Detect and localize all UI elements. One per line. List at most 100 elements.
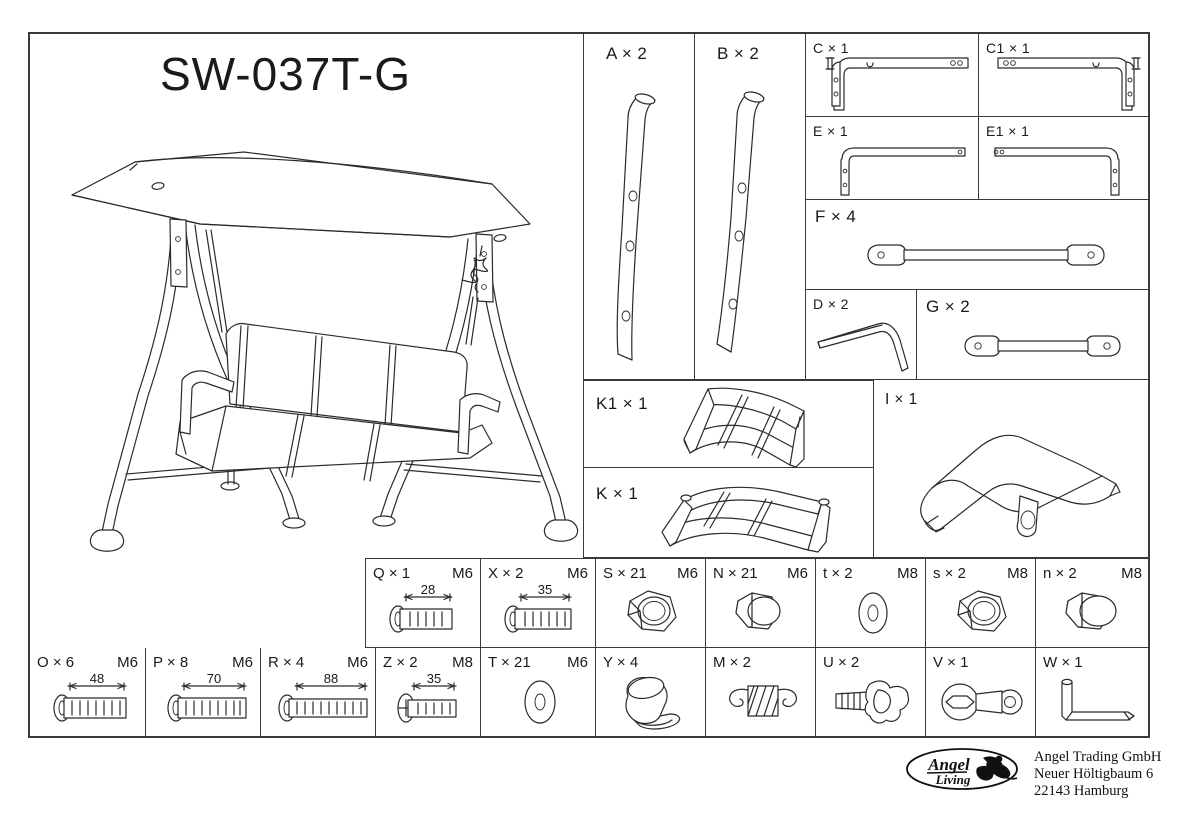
hardware-cell-R: R × 4 M6 88 bbox=[260, 648, 375, 737]
company-address: Angel Trading GmbH Neuer Höltigbaum 6 22… bbox=[1034, 746, 1161, 800]
lock-nut-icon bbox=[957, 590, 1007, 632]
backrest-frame-icon bbox=[683, 387, 805, 468]
hardware-cell-U: U × 2 bbox=[815, 648, 925, 737]
hardware-label-s: s × 2 bbox=[933, 565, 966, 582]
bent-bracket-rail-right-icon bbox=[997, 57, 1141, 111]
angel-living-logo: Angel Living bbox=[906, 748, 1018, 790]
part-panel-C: C × 1 bbox=[805, 34, 978, 117]
hardware-cell-T: T × 21 M6 bbox=[480, 648, 595, 737]
hardware-cell-P: P × 8 M6 70 bbox=[145, 648, 260, 737]
bolt-length-R: 88 bbox=[324, 671, 338, 686]
hardware-cell-n: n × 2 M8 bbox=[1035, 558, 1150, 648]
washer-icon bbox=[858, 592, 888, 634]
hardware-thread-Z: M8 bbox=[452, 654, 473, 671]
part-label-B: B × 2 bbox=[717, 44, 760, 63]
hardware-label-Q: Q × 1 bbox=[373, 565, 411, 582]
part-label-C: C × 1 bbox=[813, 40, 849, 56]
hardware-cell-Y: Y × 4 bbox=[595, 648, 705, 737]
allen-key-icon bbox=[1061, 678, 1135, 721]
page-title: SW-037T-G bbox=[160, 48, 411, 100]
part-label-K: K × 1 bbox=[596, 484, 639, 503]
hardware-cell-O: O × 6 M6 48 bbox=[30, 648, 145, 737]
hardware-thread-R: M6 bbox=[347, 654, 368, 671]
part-label-E1: E1 × 1 bbox=[986, 123, 1030, 139]
part-panel-E: E × 1 bbox=[805, 117, 978, 200]
hardware-label-S: S × 21 bbox=[603, 565, 647, 582]
hardware-cell-V: V × 1 bbox=[925, 648, 1035, 737]
part-label-E: E × 1 bbox=[813, 123, 849, 139]
hardware-label-M: M × 2 bbox=[713, 654, 751, 671]
hardware-label-Y: Y × 4 bbox=[603, 654, 639, 671]
hardware-label-W: W × 1 bbox=[1043, 654, 1083, 671]
part-panel-E1: E1 × 1 bbox=[978, 117, 1150, 200]
part-label-A: A × 2 bbox=[606, 44, 648, 63]
company-name: Angel Trading GmbH bbox=[1034, 749, 1162, 765]
hardware-label-R: R × 4 bbox=[268, 654, 305, 671]
hardware-cell-s: s × 2 M8 bbox=[925, 558, 1035, 648]
company-street: Neuer Höltigbaum 6 bbox=[1034, 766, 1154, 782]
bent-bracket-rail-left-icon bbox=[825, 57, 969, 111]
hardware-thread-s: M8 bbox=[1007, 565, 1028, 582]
part-panel-F: F × 4 bbox=[805, 200, 1150, 290]
flat-link-bar-icon bbox=[867, 244, 1105, 266]
angel-wing-icon bbox=[976, 755, 1018, 781]
hardware-label-X: X × 2 bbox=[488, 565, 524, 582]
bolt-icon: 88 bbox=[278, 671, 368, 722]
hardware-label-T: T × 21 bbox=[488, 654, 531, 671]
part-label-G: G × 2 bbox=[926, 297, 971, 316]
hardware-label-V: V × 1 bbox=[933, 654, 969, 671]
part-panel-B: B × 2 bbox=[694, 34, 805, 380]
logo-text-angel: Angel bbox=[927, 755, 970, 774]
hardware-thread-X: M6 bbox=[567, 565, 588, 582]
bolt-length-O: 48 bbox=[90, 671, 104, 686]
part-panel-A: A × 2 bbox=[583, 34, 694, 380]
hardware-cell-Q: Q × 1 M6 28 bbox=[365, 558, 480, 648]
hardware-thread-T: M6 bbox=[567, 654, 588, 671]
bolt-icon: 35 bbox=[397, 671, 457, 723]
part-panel-I: I × 1 bbox=[873, 380, 1150, 558]
flat-link-bar-icon bbox=[964, 335, 1121, 357]
thumb-screw-icon bbox=[835, 680, 910, 724]
hardware-label-N: N × 21 bbox=[713, 565, 758, 582]
hardware-label-Z: Z × 2 bbox=[383, 654, 418, 671]
lock-nut-icon bbox=[627, 590, 677, 632]
hardware-thread-N: M6 bbox=[787, 565, 808, 582]
hardware-cell-Z: Z × 2 M8 35 bbox=[375, 648, 480, 737]
bolt-icon: 48 bbox=[53, 671, 127, 722]
footer: Angel Living Angel Trading GmbH Neuer Hö… bbox=[905, 746, 1161, 800]
hardware-label-O: O × 6 bbox=[37, 654, 75, 671]
part-panel-K1: K1 × 1 bbox=[583, 380, 873, 468]
hardware-cell-X: X × 2 M6 35 bbox=[480, 558, 595, 648]
hardware-thread-n: M8 bbox=[1121, 565, 1142, 582]
hardware-cell-t: t × 2 M8 bbox=[815, 558, 925, 648]
curved-leg-tube-icon bbox=[616, 93, 656, 361]
hardware-label-n: n × 2 bbox=[1043, 565, 1077, 582]
bolt-length-P: 70 bbox=[207, 671, 221, 686]
hardware-label-t: t × 2 bbox=[823, 565, 853, 582]
main-illustration-panel bbox=[30, 34, 579, 554]
bent-rail-right-icon bbox=[993, 147, 1120, 196]
hardware-cell-W: W × 1 bbox=[1035, 648, 1150, 737]
hardware-thread-P: M6 bbox=[232, 654, 253, 671]
hardware-cell-N: N × 21 M6 bbox=[705, 558, 815, 648]
bolt-length-Q: 28 bbox=[421, 582, 435, 597]
part-label-C1: C1 × 1 bbox=[986, 40, 1031, 56]
part-label-D: D × 2 bbox=[813, 296, 849, 312]
washer-icon bbox=[524, 680, 556, 724]
bent-rail-left-icon bbox=[840, 147, 966, 196]
bolt-icon: 28 bbox=[389, 582, 453, 633]
bolt-length-Z: 35 bbox=[427, 671, 441, 686]
cap-nut-icon bbox=[735, 592, 781, 630]
company-city: 22143 Hamburg bbox=[1034, 783, 1129, 799]
hardware-thread-O: M6 bbox=[117, 654, 138, 671]
bolt-length-X: 35 bbox=[538, 582, 552, 597]
part-panel-D: D × 2 bbox=[805, 290, 916, 380]
part-panel-K: K × 1 bbox=[583, 468, 873, 558]
part-label-I: I × 1 bbox=[885, 391, 918, 408]
hardware-cell-M: M × 2 bbox=[705, 648, 815, 737]
bolt-icon: 35 bbox=[504, 582, 572, 633]
bolt-icon: 70 bbox=[167, 671, 247, 722]
part-panel-C1: C1 × 1 bbox=[978, 34, 1150, 117]
part-panel-G: G × 2 bbox=[916, 290, 1150, 380]
